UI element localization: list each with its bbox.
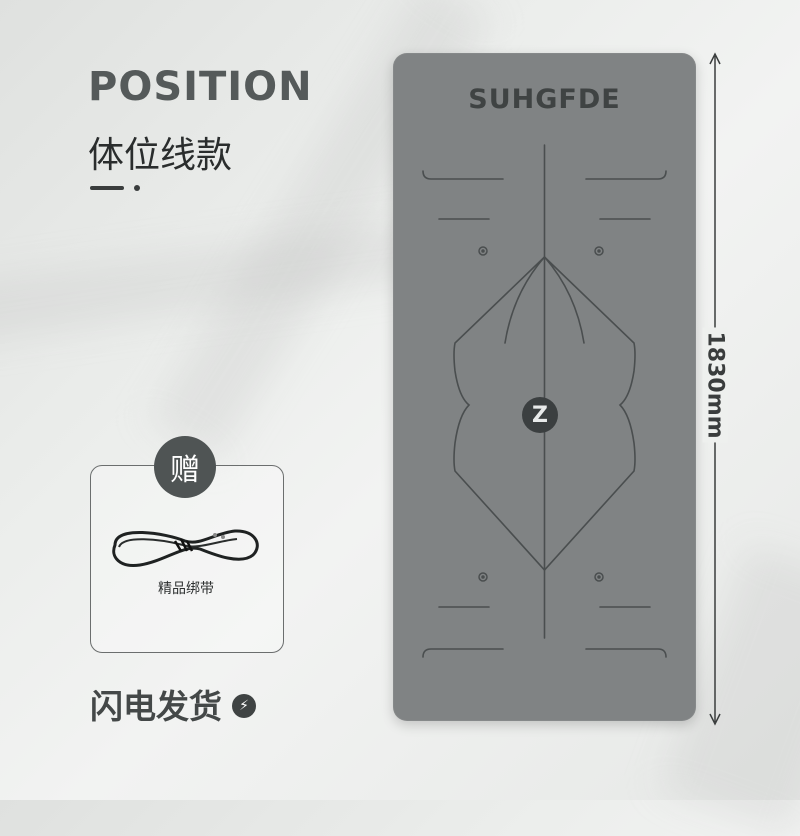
mat-position-lines xyxy=(422,144,667,658)
shipping-label: 闪电发货 ⚡ xyxy=(90,680,256,728)
subtitle-variant: 体位线款 xyxy=(88,135,233,176)
lightning-bolt-icon: ⚡ xyxy=(232,694,256,718)
strap-icon xyxy=(112,529,259,567)
shipping-text: 闪电发货 xyxy=(90,687,222,726)
gift-label: 精品绑带 xyxy=(158,581,214,597)
headline-position: POSITION xyxy=(88,64,313,110)
decor-dot xyxy=(134,185,140,191)
length-dimension-label: 1830mm xyxy=(702,327,728,443)
gift-badge: 赠 xyxy=(154,436,216,498)
mat-center-mark: Z xyxy=(532,403,548,428)
decor-dash xyxy=(90,186,124,190)
mat-brand: SUHGFDE xyxy=(468,84,621,115)
